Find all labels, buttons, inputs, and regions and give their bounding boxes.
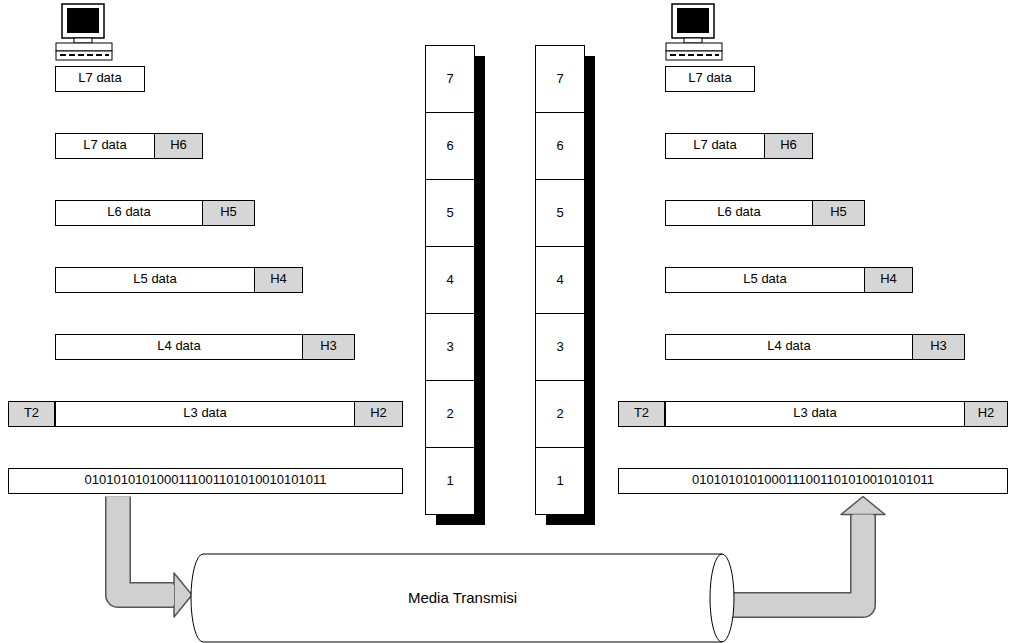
layer-number: 5 xyxy=(446,206,453,220)
node-label: H5 xyxy=(830,205,847,219)
data-box: L4 data xyxy=(665,334,913,360)
transmission-arrow xyxy=(733,497,885,606)
node-label: L7 data xyxy=(83,138,126,152)
layer-number: 5 xyxy=(556,206,563,220)
node-label: L6 data xyxy=(107,205,150,219)
header-cell: H4 xyxy=(864,267,913,293)
node-label: L5 data xyxy=(743,272,786,286)
data-box: L4 data xyxy=(55,334,303,360)
node-label: L4 data xyxy=(767,339,810,353)
header-cell: H2 xyxy=(964,401,1008,427)
header-cell: H3 xyxy=(302,334,355,360)
layer-number: 7 xyxy=(556,72,563,86)
data-box: L7 data xyxy=(665,66,755,92)
data-box: L7 data xyxy=(55,133,155,159)
node-label: Media Transmisi xyxy=(408,590,517,607)
node-label: 0101010101000111001101010010101011 xyxy=(85,473,327,487)
layer-box: 2 xyxy=(535,380,585,448)
data-box: L3 data xyxy=(55,401,355,427)
bit-string-box: 0101010101000111001101010010101011 xyxy=(618,468,1008,494)
layer-number: 3 xyxy=(446,340,453,354)
header-cell: H5 xyxy=(202,200,255,226)
layer-box: 5 xyxy=(425,179,475,247)
layer-box: 7 xyxy=(425,45,475,113)
data-box: L5 data xyxy=(55,267,255,293)
node-label: L7 data xyxy=(78,71,121,85)
node-label: L5 data xyxy=(133,272,176,286)
node-label: H5 xyxy=(220,205,237,219)
layer-number: 1 xyxy=(446,474,453,488)
layer-number: 4 xyxy=(446,273,453,287)
layer-box: 3 xyxy=(535,313,585,381)
layer-number: 4 xyxy=(556,273,563,287)
header-cell: H6 xyxy=(764,133,813,159)
node-label: L6 data xyxy=(717,205,760,219)
layer-number: 7 xyxy=(446,72,453,86)
computer-icon xyxy=(666,4,722,60)
node-label: T2 xyxy=(24,406,39,420)
node-label: L3 data xyxy=(183,406,226,420)
layer-box: 7 xyxy=(535,45,585,113)
data-box: L6 data xyxy=(55,200,203,226)
header-cell: H2 xyxy=(354,401,403,427)
data-box: L7 data xyxy=(665,133,765,159)
layer-box: 3 xyxy=(425,313,475,381)
layer-box: 4 xyxy=(535,246,585,314)
node-label: H3 xyxy=(930,339,947,353)
layer-box: 4 xyxy=(425,246,475,314)
header-cell: H3 xyxy=(912,334,965,360)
node-label: T2 xyxy=(634,406,649,420)
node-label: L7 data xyxy=(693,138,736,152)
layer-box: 1 xyxy=(425,447,475,515)
header-cell: H4 xyxy=(254,267,303,293)
layer-box: 5 xyxy=(535,179,585,247)
computer-icon xyxy=(56,4,112,60)
transmission-media-cylinder: Media Transmisi xyxy=(190,553,735,643)
node-label: H3 xyxy=(320,339,337,353)
node-label: 0101010101000111001101010010101011 xyxy=(692,473,934,487)
data-box: L3 data xyxy=(665,401,965,427)
bit-string-box: 0101010101000111001101010010101011 xyxy=(8,468,403,494)
node-label: H2 xyxy=(978,406,995,420)
transmission-arrow xyxy=(118,497,192,618)
layer-number: 3 xyxy=(556,340,563,354)
layer-box: 6 xyxy=(425,112,475,180)
data-box: L5 data xyxy=(665,267,865,293)
layer-number: 2 xyxy=(446,407,453,421)
node-label: L7 data xyxy=(688,71,731,85)
node-label: H4 xyxy=(270,272,287,286)
node-label: H6 xyxy=(780,138,797,152)
header-cell: T2 xyxy=(8,401,55,427)
node-label: H6 xyxy=(170,138,187,152)
layer-number: 1 xyxy=(556,474,563,488)
header-cell: H6 xyxy=(154,133,203,159)
data-box: L7 data xyxy=(55,66,145,92)
layer-number: 6 xyxy=(446,139,453,153)
layer-box: 1 xyxy=(535,447,585,515)
node-label: L4 data xyxy=(157,339,200,353)
layer-number: 2 xyxy=(556,407,563,421)
header-cell: H5 xyxy=(812,200,865,226)
node-label: H2 xyxy=(370,406,387,420)
node-label: H4 xyxy=(880,272,897,286)
layer-box: 6 xyxy=(535,112,585,180)
data-box: L6 data xyxy=(665,200,813,226)
node-label: L3 data xyxy=(793,406,836,420)
layer-box: 2 xyxy=(425,380,475,448)
layer-number: 6 xyxy=(556,139,563,153)
header-cell: T2 xyxy=(618,401,665,427)
